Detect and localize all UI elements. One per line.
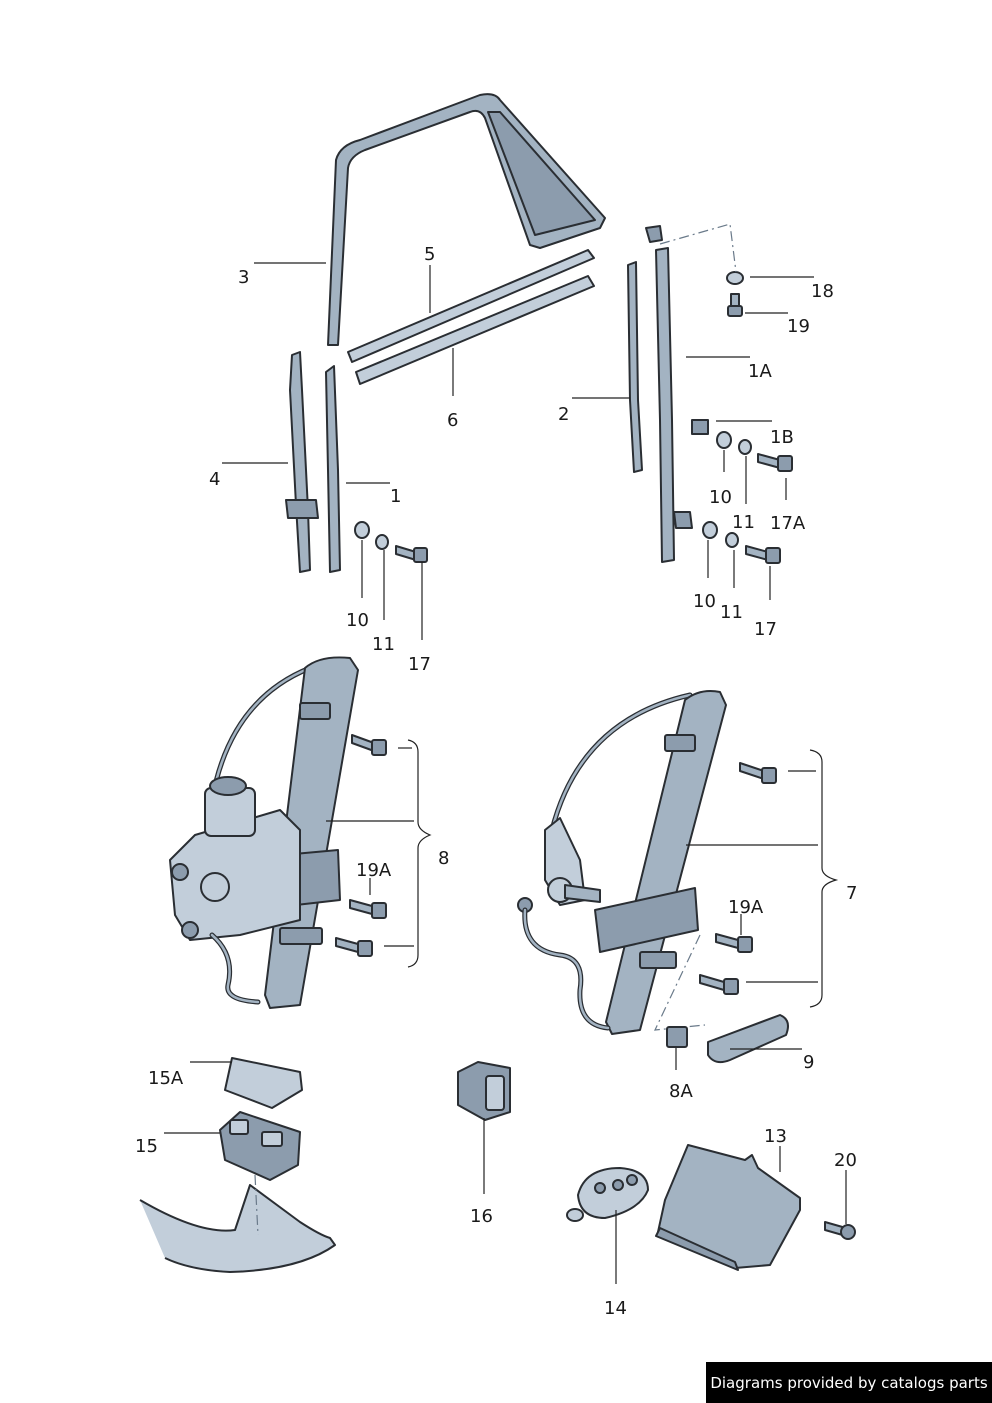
callout-labels: 3 5 6 4 1 10 11 17 2 1A 1B 18 19 10 11 1…	[135, 244, 857, 1319]
diagram-credit-badge: Diagrams provided by catalogs parts	[706, 1362, 992, 1403]
guide-rail-part-1A	[645, 225, 693, 563]
callout-9: 9	[803, 1052, 814, 1073]
bolt-17A	[757, 453, 793, 472]
window-strip-part-6	[355, 275, 595, 385]
callout-13: 13	[764, 1126, 787, 1147]
callout-1: 1	[390, 486, 401, 507]
window-frame-part-3	[327, 93, 606, 346]
window-regulator-part-7	[517, 690, 727, 1035]
callout-11-right-bottom: 11	[720, 602, 743, 623]
callout-2: 2	[558, 404, 569, 425]
callout-15: 15	[135, 1136, 158, 1157]
guide-rail-part-1	[325, 365, 341, 573]
washer-18	[726, 271, 744, 285]
callout-6: 6	[447, 410, 458, 431]
bolt-19A-right-top	[715, 933, 753, 953]
callout-17-right: 17	[754, 619, 777, 640]
washer-10-right-bottom	[702, 521, 718, 539]
window-crank-handle-part-9	[707, 1014, 789, 1064]
callout-16: 16	[470, 1206, 493, 1227]
callout-1A: 1A	[748, 361, 772, 382]
window-switch-part-15	[219, 1111, 301, 1181]
bolt-19A-left-bottom	[335, 937, 373, 957]
callout-20: 20	[834, 1150, 857, 1171]
window-strip-part-5	[347, 249, 595, 363]
window-regulator-part-8	[169, 656, 359, 1009]
switch-part-16	[457, 1061, 511, 1121]
callout-19A-left: 19A	[356, 860, 392, 881]
callout-10-left: 10	[346, 610, 369, 631]
callout-15A: 15A	[148, 1068, 184, 1089]
remote-key-part-14	[566, 1167, 649, 1222]
callout-19: 19	[787, 316, 810, 337]
callout-8A: 8A	[669, 1081, 693, 1102]
callout-11-right-top: 11	[732, 512, 755, 533]
washer-11-right-top	[738, 439, 752, 455]
callout-10-right-bottom: 10	[693, 591, 716, 612]
washer-11-right-bottom	[725, 532, 739, 548]
callout-1B: 1B	[770, 427, 794, 448]
washer-11-left	[375, 534, 389, 550]
switch-cover-part-15A	[224, 1057, 303, 1109]
bolt-8-top	[351, 734, 387, 756]
bolt-17-right	[745, 545, 781, 564]
callout-8: 8	[438, 848, 449, 869]
nut-part-8A	[666, 1026, 688, 1048]
callout-7: 7	[846, 883, 857, 904]
bolt-7-top	[739, 762, 777, 784]
callout-18: 18	[811, 281, 834, 302]
callout-10-right-top: 10	[709, 487, 732, 508]
bolt-17-left	[395, 545, 428, 563]
bolt-19A-left-top	[349, 899, 387, 919]
callout-5: 5	[424, 244, 435, 265]
guide-rail-part-4	[285, 351, 319, 573]
callout-17A: 17A	[770, 513, 806, 534]
bolt-19	[727, 293, 743, 317]
control-unit-part-13	[655, 1144, 801, 1271]
clip-1B	[691, 419, 709, 435]
door-trim-panel	[139, 1184, 336, 1273]
callout-4: 4	[209, 469, 220, 490]
callout-19A-right: 19A	[728, 897, 764, 918]
screw-part-20	[824, 1221, 856, 1240]
guide-rail-part-2	[627, 261, 643, 473]
callout-17-left: 17	[408, 654, 431, 675]
bolt-19A-right-bottom	[699, 974, 739, 995]
leader-lines	[164, 262, 847, 1284]
callout-3: 3	[238, 267, 249, 288]
washer-10-left	[354, 521, 370, 539]
callout-11-left: 11	[372, 634, 395, 655]
callout-14: 14	[604, 1298, 627, 1319]
washer-10-right-top	[716, 431, 732, 449]
